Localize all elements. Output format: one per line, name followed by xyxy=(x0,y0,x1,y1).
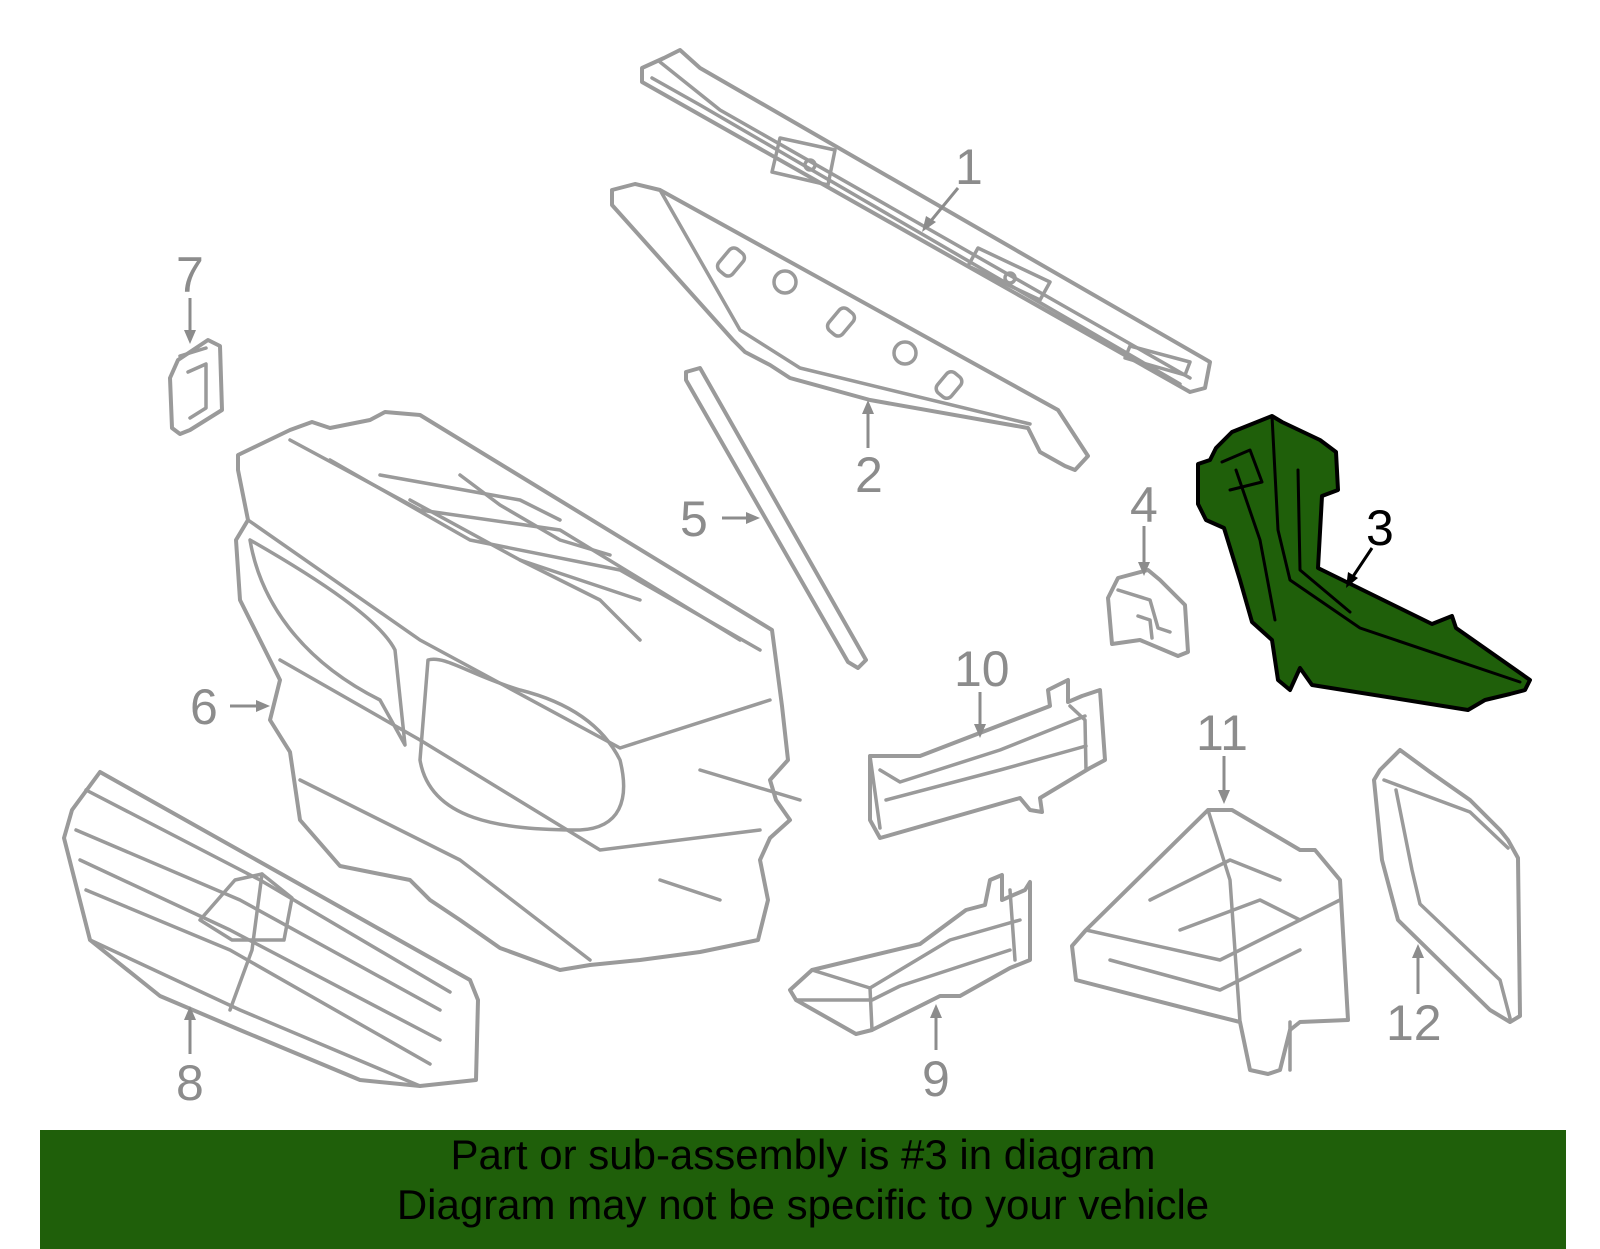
part-8[interactable] xyxy=(62,770,480,1088)
part-11[interactable] xyxy=(1070,808,1350,1076)
part-3[interactable] xyxy=(1196,414,1532,712)
callout-5[interactable]: 5 xyxy=(680,491,708,547)
part-7[interactable] xyxy=(168,338,224,436)
callout-9[interactable]: 9 xyxy=(922,1051,950,1107)
banner-line-1: Part or sub-assembly is #3 in diagram xyxy=(450,1131,1156,1178)
arrowhead-4 xyxy=(1138,562,1150,576)
arrowhead-3 xyxy=(1346,572,1358,588)
part-4[interactable] xyxy=(1106,568,1190,658)
callout-12[interactable]: 12 xyxy=(1386,995,1442,1051)
arrowhead-1 xyxy=(922,216,936,232)
banner-line-2: Diagram may not be specific to your vehi… xyxy=(396,1181,1210,1228)
part-12[interactable] xyxy=(1372,748,1522,1024)
arrowhead-6 xyxy=(256,700,270,712)
callout-1[interactable]: 1 xyxy=(955,139,983,195)
part-6[interactable] xyxy=(234,410,802,972)
part-10[interactable] xyxy=(868,678,1107,840)
arrowhead-8 xyxy=(184,1006,196,1020)
arrowhead-10 xyxy=(974,724,986,738)
arrowhead-5 xyxy=(746,512,760,524)
callout-7[interactable]: 7 xyxy=(176,247,204,303)
callout-11[interactable]: 11 xyxy=(1196,705,1248,761)
leader-3 xyxy=(1350,547,1374,579)
part-5[interactable] xyxy=(684,366,868,670)
arrowhead-9 xyxy=(930,1004,942,1018)
part-9[interactable] xyxy=(788,873,1032,1036)
part-2[interactable] xyxy=(610,182,1090,472)
parts-diagram: 1 2 3 4 5 6 7 8 9 10 11 12 xyxy=(62,48,1532,1111)
leader-lines xyxy=(184,187,1424,1054)
callout-labels: 1 2 3 4 5 6 7 8 9 10 11 12 xyxy=(176,139,1442,1111)
arrowhead-12 xyxy=(1412,944,1424,958)
callout-4[interactable]: 4 xyxy=(1130,477,1158,533)
callout-6[interactable]: 6 xyxy=(190,679,218,735)
arrowhead-11 xyxy=(1218,790,1230,804)
callout-8[interactable]: 8 xyxy=(176,1055,204,1111)
callout-3[interactable]: 3 xyxy=(1366,500,1394,556)
leader-1 xyxy=(928,187,960,223)
arrowhead-2 xyxy=(862,400,874,414)
callout-10[interactable]: 10 xyxy=(954,641,1010,697)
callout-2[interactable]: 2 xyxy=(855,447,883,503)
arrowhead-7 xyxy=(184,330,196,344)
info-banner: Part or sub-assembly is #3 in diagram Di… xyxy=(40,1130,1566,1249)
